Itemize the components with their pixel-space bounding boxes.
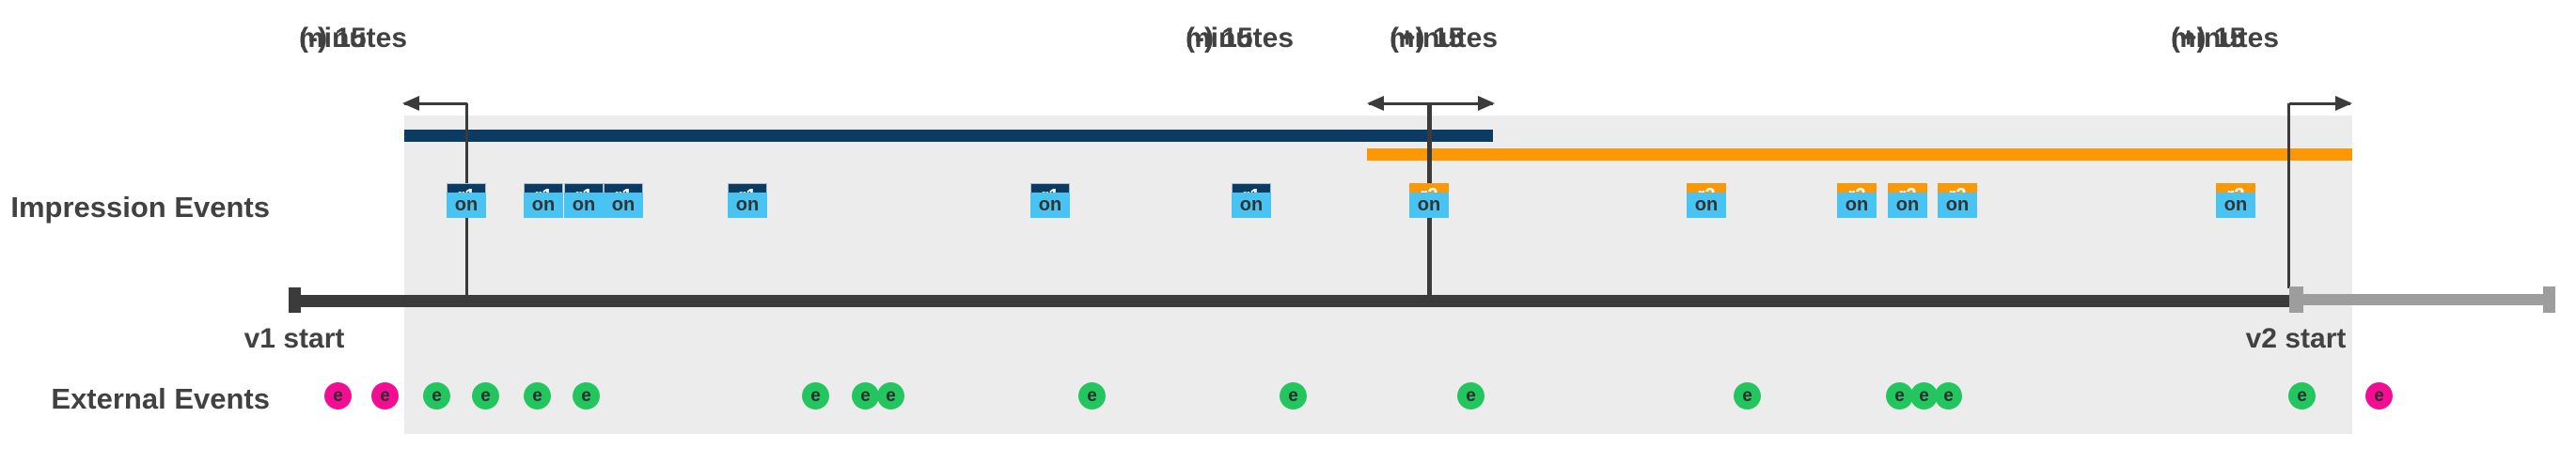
annotation-text-line2: minutes	[1390, 23, 1499, 54]
external-events-row-label: External Events	[51, 382, 270, 415]
external-event-in-window: e	[1078, 382, 1106, 410]
on-badge: on	[1409, 193, 1449, 218]
external-event-in-window: e	[573, 382, 600, 410]
external-event-in-window: e	[1734, 382, 1761, 410]
annotation-text-line1: (+) 15	[1390, 23, 1465, 54]
external-event-in-window: e	[1935, 382, 1962, 410]
on-badge: on	[604, 193, 643, 218]
external-event-in-window: e	[802, 382, 829, 410]
external-event-in-window: e	[1886, 382, 1913, 410]
on-badge: on	[524, 193, 563, 218]
annotation-text-line1: (-) 15	[1186, 23, 1253, 54]
external-event-in-window: e	[1910, 382, 1938, 410]
external-event-in-window: e	[1280, 382, 1307, 410]
on-badge: on	[2216, 193, 2255, 218]
v2-coverage-bar	[1367, 148, 2352, 161]
annotation-text-line1: (+) 15	[2171, 23, 2246, 54]
external-event-in-window: e	[472, 382, 499, 410]
external-event-outside-window: e	[324, 382, 352, 410]
impression-events-row-label: Impression Events	[10, 191, 270, 224]
annotation-text-line2: minutes	[299, 23, 408, 54]
v1-start-label: v1 start	[243, 323, 345, 354]
external-event-in-window: e	[1457, 382, 1484, 410]
external-event-in-window: e	[423, 382, 450, 410]
r2-window-arrow-left-head	[1367, 96, 1384, 111]
v2-timeline-end-cap	[2543, 286, 2555, 313]
v2-start-marker	[2289, 286, 2303, 313]
annotation-text-line2: minutes	[1186, 23, 1295, 54]
on-badge: on	[728, 193, 767, 218]
external-event-in-window: e	[877, 382, 904, 410]
v1-minus-15-arrow	[404, 102, 467, 105]
on-badge: on	[1687, 193, 1726, 218]
r2-window-arrow-right-head	[1478, 96, 1495, 111]
v2-plus-15-arrow-right-head	[2335, 96, 2352, 111]
external-event-in-window: e	[524, 382, 551, 410]
external-event-in-window: e	[852, 382, 879, 410]
v2-timeline-bar	[2303, 294, 2543, 305]
r2-window-arrow	[1369, 102, 1493, 105]
on-badge: on	[1232, 193, 1271, 218]
v1-minus-15-arrow-left-head	[402, 96, 419, 111]
external-event-outside-window: e	[371, 382, 399, 410]
v2-plus-15-arrow	[2289, 102, 2350, 105]
analysis-window-background	[404, 116, 2352, 434]
v2-start-guide-line	[2287, 103, 2290, 288]
on-badge: on	[1938, 193, 1977, 218]
annotation-text-line2: minutes	[2171, 23, 2280, 54]
v1-coverage-bar	[404, 130, 1493, 142]
on-badge: on	[1030, 193, 1070, 218]
annotation-text-line1: (-) 15	[299, 23, 367, 54]
on-badge: on	[1888, 193, 1927, 218]
v2-start-label: v2 start	[2245, 323, 2347, 354]
v1-timeline-bar	[289, 295, 2289, 307]
on-badge: on	[1837, 193, 1877, 218]
external-event-outside-window: e	[2365, 382, 2393, 410]
external-event-in-window: e	[2288, 382, 2316, 410]
on-badge: on	[447, 193, 486, 218]
on-badge: on	[564, 193, 604, 218]
